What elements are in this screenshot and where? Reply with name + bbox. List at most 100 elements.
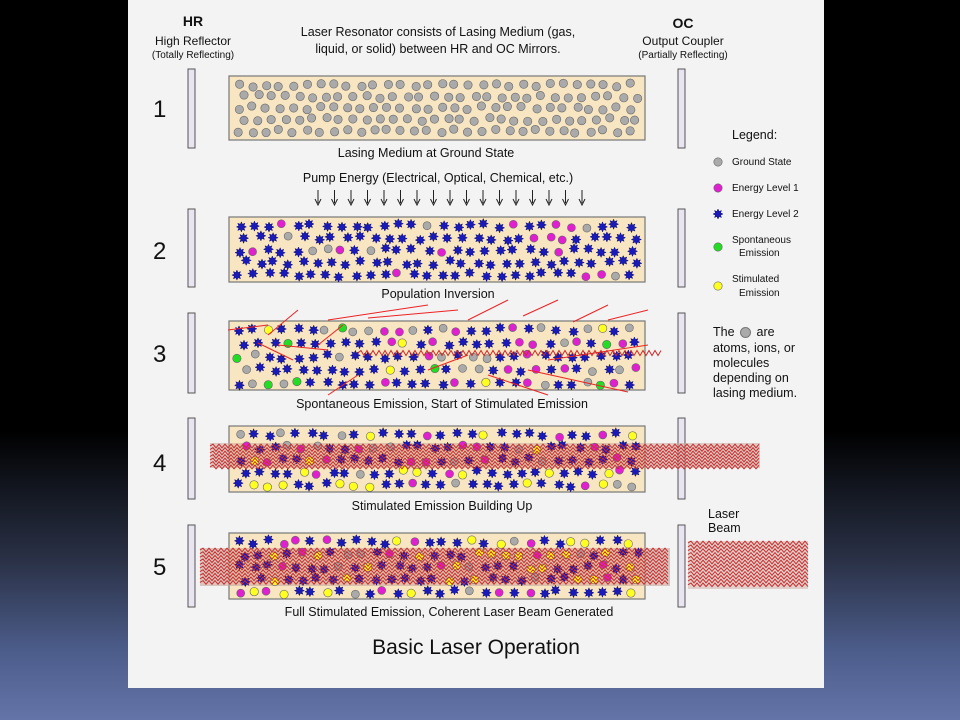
atom-ground <box>287 128 297 138</box>
atom-level1 <box>494 588 504 597</box>
atom-level2 <box>377 427 389 439</box>
atom-level2 <box>328 467 341 479</box>
atom-level2 <box>419 377 431 390</box>
atom-level1 <box>509 219 518 229</box>
atom-level2 <box>380 242 392 254</box>
atom-level2 <box>478 245 491 257</box>
atom-ground <box>343 125 353 135</box>
atom-level1 <box>523 378 532 388</box>
oc-mirror-5 <box>677 524 686 608</box>
atom-ground <box>605 113 615 123</box>
atom-ground <box>250 349 260 359</box>
atom-level2 <box>549 584 562 596</box>
atom-level1 <box>503 365 513 374</box>
atom-level2 <box>415 339 427 351</box>
atom-ground <box>266 115 276 125</box>
atom-level2 <box>448 584 461 596</box>
atom-ground <box>329 79 339 89</box>
atom-level2 <box>362 221 374 234</box>
atom-level2 <box>420 478 432 491</box>
atom-level2 <box>263 221 275 233</box>
atom-level2 <box>233 379 246 391</box>
atom-level2 <box>603 255 616 268</box>
atom-ground <box>522 93 532 103</box>
atom-ground <box>532 104 542 114</box>
atom-level2 <box>502 234 514 247</box>
hr-subtitle-2: (Totally Reflecting) <box>151 50 235 61</box>
atom-level2 <box>486 467 498 479</box>
atom-level2 <box>233 535 246 547</box>
atom-ground <box>276 428 285 438</box>
atom-level2 <box>523 322 535 335</box>
atom-level2 <box>568 242 580 255</box>
atom-stimulated <box>263 325 273 335</box>
atom-ground <box>335 352 344 362</box>
atom-ground <box>633 93 643 103</box>
atom-ground <box>308 246 318 256</box>
atom-level2 <box>550 324 562 337</box>
atom-level2 <box>354 255 366 267</box>
atom-level1 <box>529 233 539 243</box>
atom-level2 <box>607 218 620 230</box>
atom-ground <box>519 79 529 89</box>
atom-ground <box>505 126 515 136</box>
spontaneous-ray-6 <box>522 299 559 317</box>
stage-number-4: 4 <box>153 450 167 477</box>
atom-level2 <box>427 259 440 271</box>
diagram-title: Basic Laser Operation <box>372 636 580 659</box>
atom-level2 <box>364 379 376 391</box>
atom-level2 <box>629 465 642 478</box>
atom-level2 <box>281 468 294 480</box>
atom-level2 <box>311 364 323 377</box>
atom-ground <box>262 81 272 91</box>
atom-level2 <box>411 257 424 270</box>
atom-level2 <box>405 218 417 230</box>
stage-caption-1: Lasing Medium at Ground State <box>337 146 515 160</box>
atom-ground <box>444 92 454 102</box>
atom-ground <box>402 114 412 124</box>
legend-energy-level-2: Energy Level 2 <box>732 209 799 220</box>
atom-ground <box>333 92 343 102</box>
atom-level2 <box>506 243 518 256</box>
atom-level2 <box>353 366 366 378</box>
atom-level2 <box>422 324 434 336</box>
atom-level2 <box>398 365 411 378</box>
atom-level2 <box>317 429 330 442</box>
atom-ground <box>295 91 305 101</box>
spontaneous-ray-8 <box>607 309 649 321</box>
atom-level2 <box>552 267 564 279</box>
atom-ground <box>485 113 495 123</box>
atom-level2 <box>514 258 526 270</box>
atom-level2 <box>524 270 536 282</box>
atom-ground <box>348 327 358 337</box>
atom-level2 <box>293 220 305 232</box>
atom-stimulated <box>626 588 636 598</box>
atom-ground <box>531 81 541 91</box>
atom-level2 <box>321 220 334 233</box>
atom-level2 <box>308 324 320 336</box>
atom-level2 <box>630 233 643 246</box>
atom-ground <box>279 379 289 389</box>
atom-ground <box>337 431 347 440</box>
atom-ground <box>248 379 257 389</box>
atom-spontaneous <box>602 340 612 350</box>
atom-level2 <box>370 232 382 244</box>
atom-level2 <box>254 361 266 373</box>
atom-level2 <box>565 379 578 391</box>
atom-ground <box>620 115 630 125</box>
atom-level2 <box>304 535 316 547</box>
atom-stimulated <box>279 589 289 599</box>
atom-level2 <box>630 440 642 453</box>
atom-stimulated <box>348 481 358 491</box>
atom-ground <box>368 103 378 113</box>
atom-ground <box>591 115 601 125</box>
atom-level2 <box>275 323 288 335</box>
intro-line-2: liquid, or solid) between HR and OC Mirr… <box>315 42 561 56</box>
atom-ground <box>630 115 640 125</box>
atom-ground <box>497 93 507 103</box>
legend-level1-icon <box>713 183 723 193</box>
atom-ground <box>560 338 569 348</box>
atom-stimulated <box>262 482 272 492</box>
note-part-1: The <box>713 325 735 339</box>
atom-level2 <box>626 245 639 257</box>
